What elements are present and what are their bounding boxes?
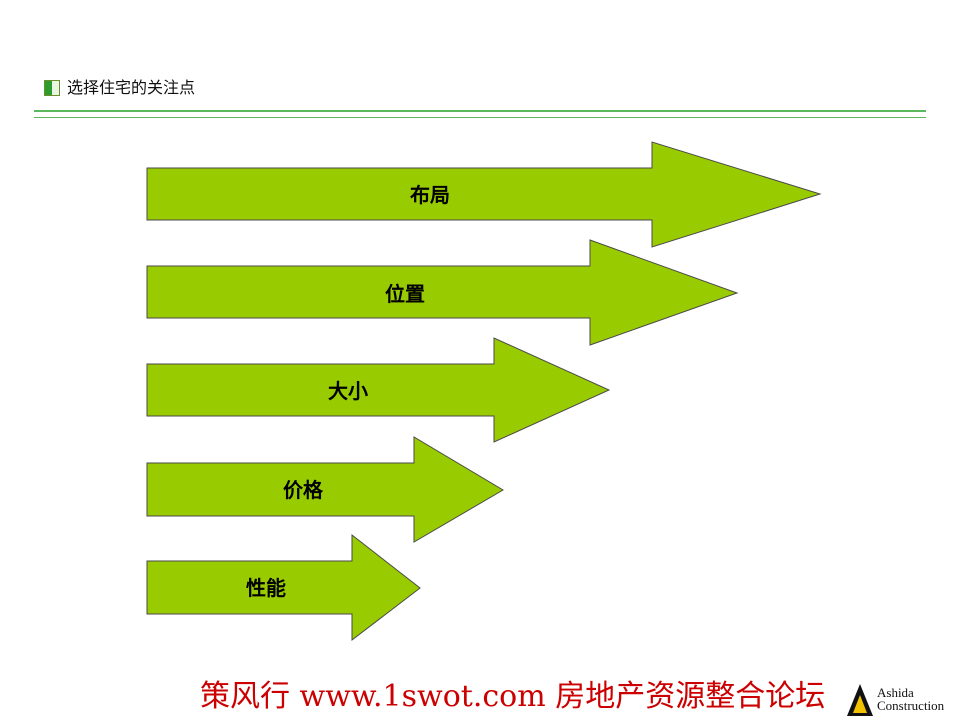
ashida-logo-icon bbox=[847, 684, 873, 716]
arrow-3-label: 大小 bbox=[328, 379, 368, 403]
page-title: 选择住宅的关注点 bbox=[67, 78, 196, 97]
company-logo-text: Ashida Construction bbox=[877, 686, 944, 712]
logo-line-2: Construction bbox=[877, 698, 945, 713]
footer-watermark: 策风行 www.1swot.com 房地产资源整合论坛 bbox=[200, 679, 826, 714]
arrow-2-label: 位置 bbox=[385, 282, 425, 306]
header-rule-bottom bbox=[34, 117, 926, 118]
arrow-1: 布局 bbox=[146, 141, 822, 248]
arrow-4: 价格 bbox=[146, 436, 504, 543]
arrow-2-shape bbox=[146, 239, 739, 346]
arrow-5-label: 性能 bbox=[246, 576, 286, 600]
arrow-3-shape bbox=[146, 337, 611, 443]
arrow-5-shape bbox=[146, 533, 421, 642]
arrow-4-shape bbox=[146, 436, 504, 543]
arrow-1-label: 布局 bbox=[410, 183, 450, 207]
arrow-5: 性能 bbox=[146, 533, 421, 642]
header-rule-top bbox=[34, 110, 926, 112]
arrow-3: 大小 bbox=[146, 337, 611, 443]
arrow-4-label: 价格 bbox=[283, 478, 324, 502]
arrow-2: 位置 bbox=[146, 239, 739, 346]
header-bullet-icon bbox=[44, 80, 60, 96]
arrow-1-shape bbox=[146, 141, 822, 248]
logo-line-1: Ashida bbox=[877, 685, 914, 700]
